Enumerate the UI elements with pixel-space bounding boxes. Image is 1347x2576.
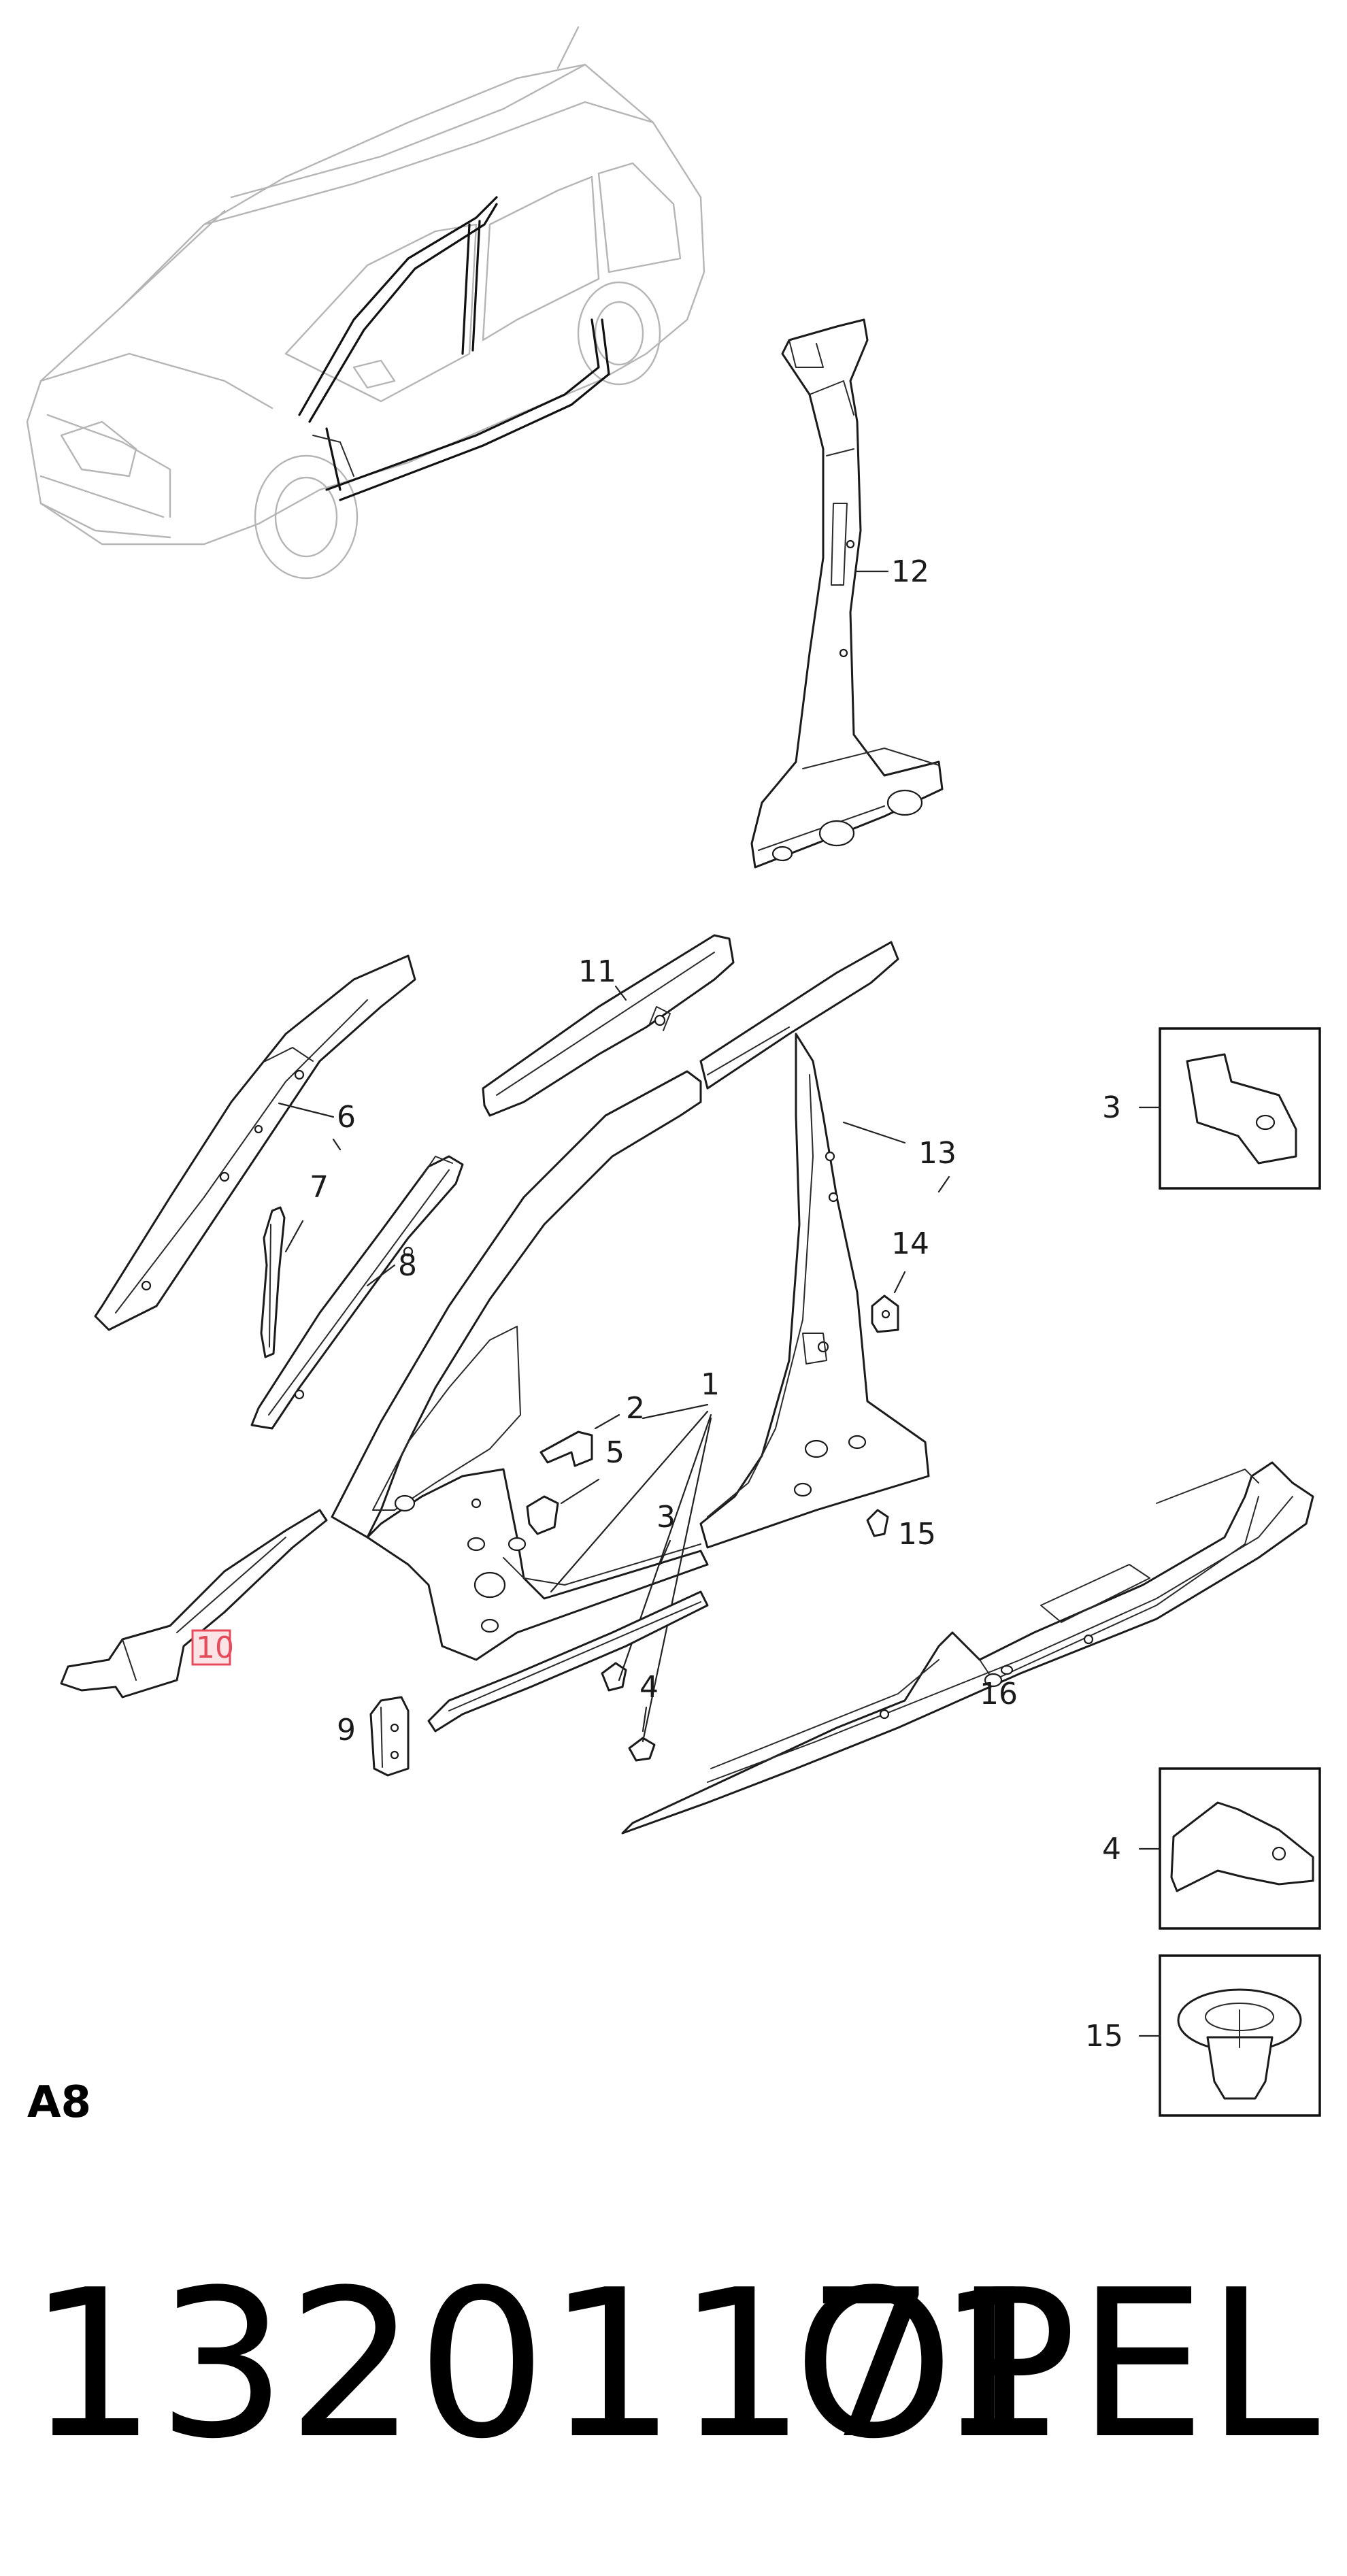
- part-16-rocker-panel: [621, 1461, 1314, 1835]
- callout-4[interactable]: 4: [639, 1670, 659, 1705]
- callout-14[interactable]: 14: [891, 1226, 929, 1261]
- callout-3[interactable]: 3: [656, 1500, 676, 1535]
- callout-9[interactable]: 9: [337, 1713, 356, 1747]
- part-4-bracket-in-situ: [628, 1737, 656, 1762]
- inset-4-label[interactable]: 4: [1102, 1832, 1121, 1867]
- inset-3-label[interactable]: 3: [1102, 1090, 1121, 1125]
- part-10-a-pillar-closure: [60, 1509, 328, 1699]
- callout-7[interactable]: 7: [310, 1170, 329, 1205]
- callout-6[interactable]: 6: [337, 1100, 356, 1135]
- callout-1[interactable]: 1: [701, 1367, 720, 1402]
- vehicle-overview-illustration: [26, 26, 705, 580]
- part-1-sill-inner-front: [427, 1590, 709, 1733]
- part-12-b-pillar-reinforcement: [750, 318, 944, 869]
- footer-part-number: 13201171: [27, 2246, 1066, 2483]
- inset-15-label[interactable]: 15: [1085, 2019, 1123, 2054]
- callout-15[interactable]: 15: [898, 1517, 936, 1552]
- part-2-bracket: [539, 1431, 593, 1467]
- footer-brand: OPEL: [793, 2246, 1320, 2483]
- part-6-a-pillar-inner: [94, 954, 416, 1331]
- part-8-reinforcement: [250, 1155, 464, 1430]
- part-11-roof-side-rail: [482, 934, 735, 1117]
- callout-5[interactable]: 5: [605, 1435, 625, 1470]
- inset-part-4: 4: [1102, 1767, 1321, 1930]
- callout-13[interactable]: 13: [918, 1136, 957, 1171]
- part-5-bracket: [526, 1495, 559, 1535]
- callout-8[interactable]: 8: [398, 1248, 417, 1283]
- callout-2[interactable]: 2: [626, 1391, 645, 1426]
- section-code: A8: [27, 2077, 91, 2128]
- part-3-bracket-in-situ: [601, 1662, 627, 1692]
- part-14-clip: [871, 1294, 899, 1333]
- inset-part-3: 3: [1102, 1027, 1321, 1190]
- part-15-push-nut: [866, 1509, 889, 1537]
- part-13-body-side-frame: [331, 941, 930, 1661]
- part-7-bracket: [260, 1206, 286, 1358]
- callout-11[interactable]: 11: [578, 954, 616, 989]
- callout-16[interactable]: 16: [980, 1677, 1018, 1711]
- callout-10[interactable]: 10: [196, 1630, 234, 1665]
- part-9-bracket: [369, 1696, 410, 1777]
- inset-part-15: 15: [1085, 1954, 1321, 2117]
- callout-12[interactable]: 12: [891, 554, 929, 589]
- callout-10-highlight: [191, 1629, 231, 1666]
